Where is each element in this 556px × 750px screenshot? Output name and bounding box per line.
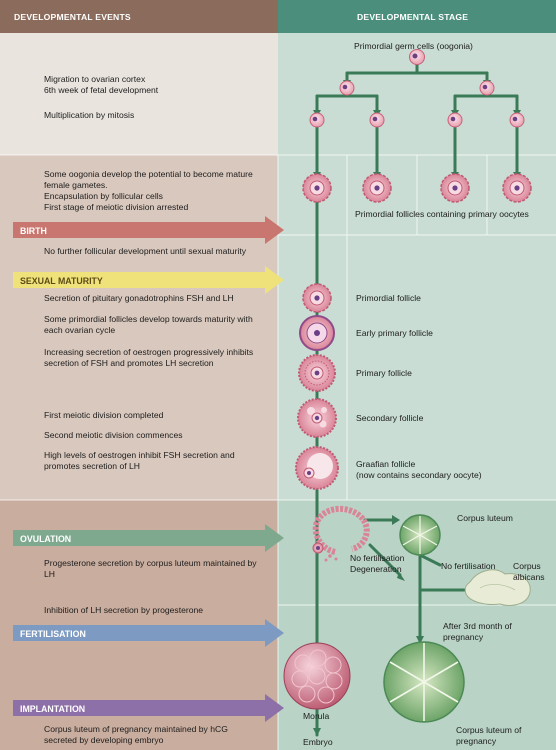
event-progesterone-1: Progesterone secretion by corpus luteum … — [44, 558, 257, 568]
ovulation-arrow-label: OVULATION — [20, 534, 71, 544]
right-header-bar — [278, 0, 556, 33]
ruptured-follicle — [312, 505, 370, 562]
corpus-luteum-of-pregnancy — [383, 641, 465, 723]
stage-corpus-luteum: Corpus luteum — [457, 513, 513, 523]
event-corpus-preg-1: Corpus luteum of pregnancy maintained by… — [44, 724, 228, 734]
event-some-primordial-2: each ovarian cycle — [44, 325, 115, 335]
corpus-albicans — [464, 569, 531, 606]
event-second-meiotic: Second meiotic division commences — [44, 430, 183, 440]
stage-corpus-albicans-1: Corpus — [513, 561, 541, 571]
stage-no-fert-right: No fertilisation — [441, 561, 496, 571]
stage-primordial-follicles: Primordial follicles containing primary … — [355, 209, 529, 219]
stage-primordial-follicle: Primordial follicle — [356, 293, 421, 303]
stage-after-3rd-2: pregnancy — [443, 632, 484, 642]
stage-morula: Morula — [303, 711, 329, 721]
primordial-follicle-stage — [302, 283, 332, 313]
event-no-further: No further follicular development until … — [44, 246, 247, 256]
left-header-bar — [0, 0, 278, 33]
stage-embryo: Embryo — [303, 737, 333, 747]
stage-after-3rd-1: After 3rd month of — [443, 621, 512, 631]
event-high-levels-2: promotes secretion of LH — [44, 461, 140, 471]
event-progesterone-2: LH — [44, 569, 55, 579]
morula — [283, 642, 351, 710]
implantation-arrow: IMPLANTATION — [13, 694, 284, 722]
connectors — [315, 62, 519, 737]
stage-labels: Primordial germ cells (oogonia) Primordi… — [303, 41, 545, 747]
event-mitosis: Multiplication by mitosis — [44, 110, 134, 120]
event-encapsulation: Encapsulation by follicular cells — [44, 191, 163, 201]
stage-corpus-lut-preg-2: pregnancy — [456, 736, 497, 746]
secondary-follicle-stage — [297, 398, 337, 438]
event-some-primordial-1: Some primordial follicles develop toward… — [44, 314, 253, 324]
early-primary-follicle-stage — [299, 315, 335, 351]
primordial-germ-cell-top — [409, 49, 425, 65]
event-oogonia-2: female gametes. — [44, 180, 108, 190]
birth-arrow: BIRTH — [13, 216, 284, 244]
birth-arrow-label: BIRTH — [20, 226, 47, 236]
stage-graafian-1: Graafian follicle — [356, 459, 415, 469]
left-panel-middle — [0, 155, 278, 500]
implantation-arrow-label: IMPLANTATION — [20, 704, 85, 714]
event-first-meiotic: First meiotic division completed — [44, 410, 164, 420]
stage-secondary: Secondary follicle — [356, 413, 424, 423]
stage-early-primary: Early primary follicle — [356, 328, 433, 338]
fertilisation-arrow-label: FERTILISATION — [20, 629, 86, 639]
events-text: Migration to ovarian cortex 6th week of … — [44, 74, 257, 745]
stage-graafian-2: (now contains secondary oocyte) — [356, 470, 482, 480]
event-oogonia-1: Some oogonia develop the potential to be… — [44, 169, 253, 179]
oogonia-mid-row — [339, 80, 495, 96]
event-migration-2: 6th week of fetal development — [44, 85, 159, 95]
stage-corpus-lut-preg-1: Corpus luteum of — [456, 725, 522, 735]
graafian-follicle-stage — [295, 446, 339, 490]
oogonia-bottom-row — [309, 112, 525, 128]
fertilisation-arrow: FERTILISATION — [13, 619, 284, 647]
primary-follicle-stage — [298, 354, 336, 392]
event-oestrogen-1: Increasing secretion of oestrogen progre… — [44, 347, 253, 357]
grid-lines — [0, 154, 556, 750]
sexual-maturity-arrow: SEXUAL MATURITY — [13, 266, 284, 294]
left-header: DEVELOPMENTAL EVENTS — [14, 12, 131, 22]
sexual-maturity-arrow-label: SEXUAL MATURITY — [20, 276, 103, 286]
event-migration-1: Migration to ovarian cortex — [44, 74, 146, 84]
ovulation-arrow: OVULATION — [13, 524, 284, 552]
event-meiotic-arrest: First stage of meiotic division arrested — [44, 202, 188, 212]
event-corpus-preg-2: secreted by developing embryo — [44, 735, 164, 745]
primordial-follicles-row — [302, 173, 532, 203]
event-high-levels-1: High levels of oestrogen inhibit FSH sec… — [44, 450, 235, 460]
event-fsh-lh: Secretion of pituitary gonadotrophins FS… — [44, 293, 234, 303]
stage-corpus-albicans-2: albicans — [513, 572, 545, 582]
stage-primordial-germ: Primordial germ cells (oogonia) — [354, 41, 473, 51]
stage-primary: Primary follicle — [356, 368, 412, 378]
event-oestrogen-2: secretion of FSH and promotes LH secreti… — [44, 358, 214, 368]
event-inhibition-lh: Inhibition of LH secretion by progestero… — [44, 605, 203, 615]
corpus-luteum — [399, 514, 441, 556]
right-header: DEVELOPMENTAL STAGE — [357, 12, 468, 22]
stage-degeneration: Degeneration — [350, 564, 402, 574]
stage-no-fert-left: No fertilisation — [350, 553, 405, 563]
